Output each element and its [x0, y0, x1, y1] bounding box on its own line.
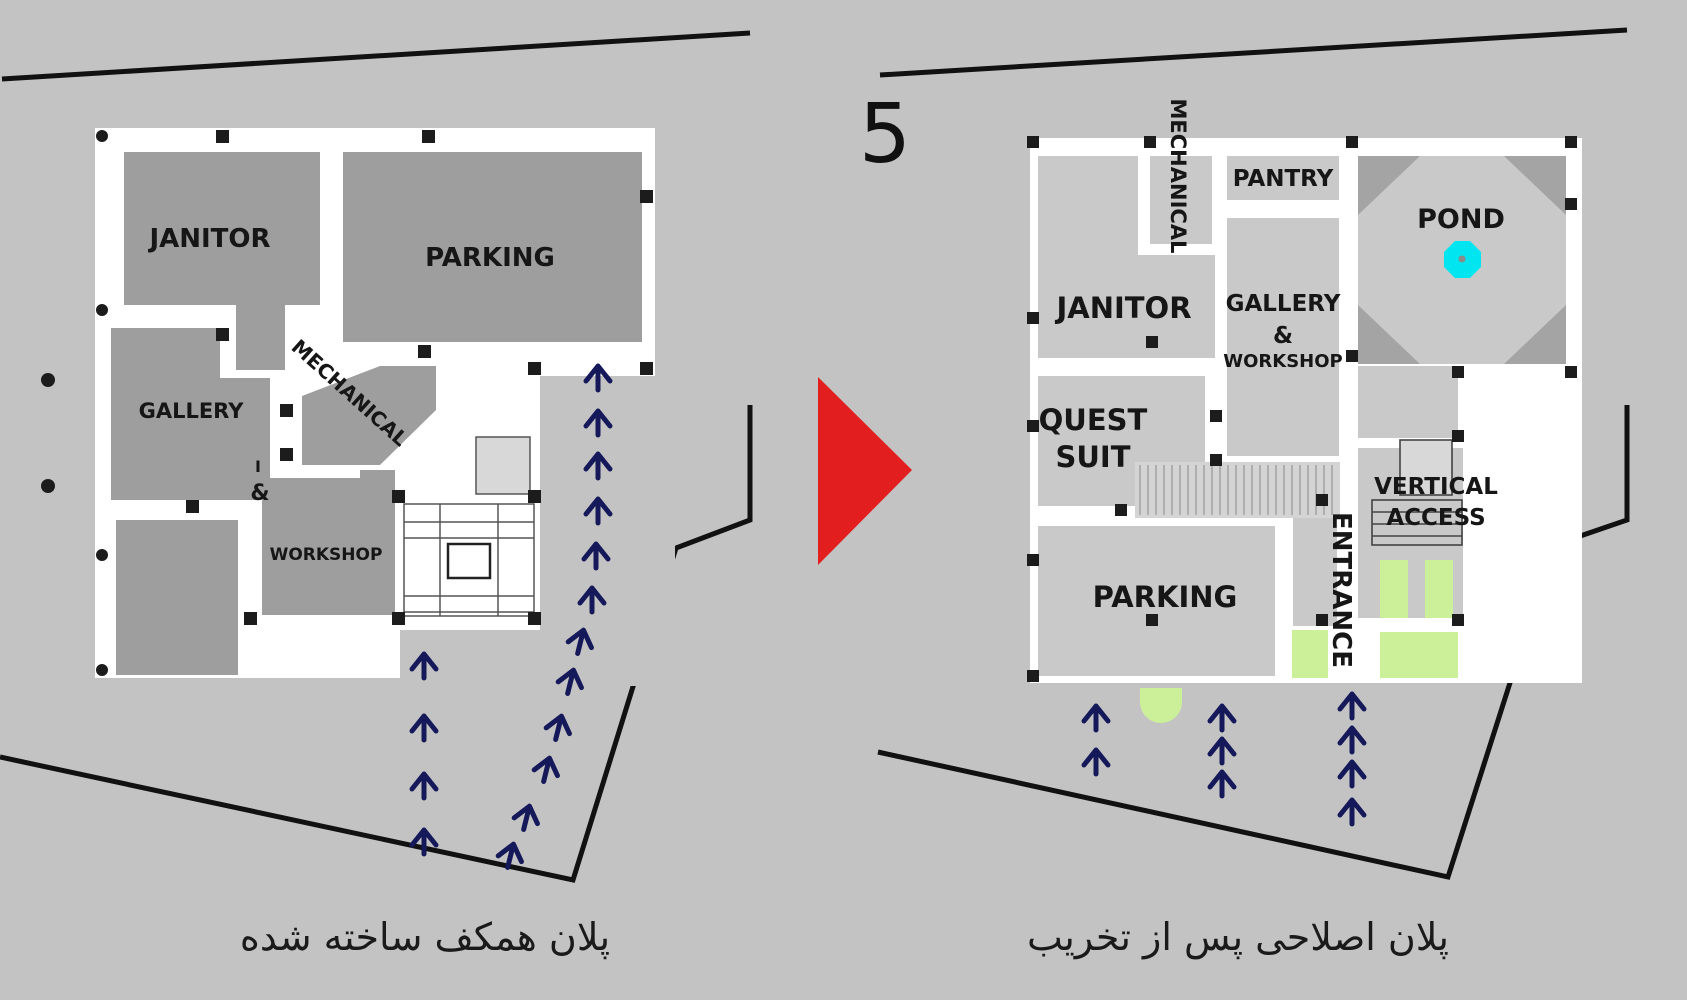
right-plan: 5	[859, 27, 1630, 960]
circulation-arrow-icon	[555, 667, 584, 696]
right-room-gallery	[1227, 218, 1339, 456]
right-room-janitor	[1038, 156, 1215, 358]
circulation-arrow-icon	[583, 408, 613, 438]
right-mechanical-label: MECHANICAL	[1166, 99, 1190, 254]
circulation-arrow-icon	[583, 496, 613, 526]
left-room-janitor	[124, 152, 320, 370]
diagram-number: 5	[859, 87, 911, 182]
circulation-arrow-icon	[1337, 725, 1367, 755]
left-room-workshop	[262, 470, 395, 615]
circulation-arrow-icon	[1207, 769, 1237, 799]
right-room-vertical-access	[1358, 366, 1458, 438]
right-gallery-label: GALLERY	[1226, 291, 1341, 317]
right-parking-label: PARKING	[1093, 580, 1238, 614]
circulation-arrow-icon	[409, 651, 439, 681]
left-plan: JANITOR PARKING GALLERY MECHANICAL I & W…	[0, 30, 753, 959]
circulation-arrow-icon	[495, 841, 524, 870]
right-landscape-patches	[1140, 560, 1458, 723]
transition-arrow-icon	[818, 377, 912, 565]
left-circulation-arrows	[409, 363, 613, 870]
left-room-parking	[343, 152, 642, 342]
circulation-arrow-icon	[543, 713, 572, 742]
left-workshop-label: WORKSHOP	[270, 545, 383, 565]
circulation-arrow-icon	[565, 627, 594, 656]
right-room-mechanical	[1150, 156, 1212, 244]
circulation-arrow-icon	[409, 713, 439, 743]
right-corridor-hatch	[1135, 462, 1340, 518]
left-plan-caption: پلان همکف ساخته شده	[240, 915, 610, 959]
circulation-arrow-icon	[1337, 797, 1367, 827]
circulation-arrow-icon	[1337, 759, 1367, 789]
right-room-parking	[1038, 526, 1275, 676]
right-pillars	[1027, 136, 1577, 682]
left-parking-label: PARKING	[425, 243, 555, 273]
right-quest-label: QUEST	[1039, 403, 1148, 437]
right-pond-corners	[1358, 156, 1566, 364]
right-plan-caption: پلان اصلاحی پس از تخریب	[1027, 915, 1449, 960]
circulation-arrow-icon	[531, 755, 560, 784]
circulation-arrow-icon	[581, 541, 611, 571]
right-entrance-label: ENTRANCE	[1326, 512, 1356, 668]
circulation-arrow-icon	[1207, 736, 1237, 766]
circulation-arrow-icon	[409, 827, 439, 857]
left-janitor-label: JANITOR	[147, 224, 270, 254]
circulation-arrow-icon	[1081, 703, 1111, 733]
right-vertical-label: VERTICAL	[1374, 474, 1498, 500]
right-pond-label: POND	[1417, 204, 1505, 235]
circulation-arrow-icon	[583, 451, 613, 481]
left-pillars	[41, 130, 653, 676]
circulation-arrow-icon	[1337, 691, 1367, 721]
left-room-mechanical	[302, 366, 436, 465]
left-site-boundary	[0, 30, 753, 883]
right-room-pantry	[1227, 156, 1339, 200]
right-circulation-arrows	[1081, 691, 1367, 827]
circulation-arrow-icon	[409, 771, 439, 801]
right-room-entrance	[1293, 508, 1337, 626]
right-janitor-label: JANITOR	[1054, 291, 1191, 325]
left-ampersand-label: &	[250, 481, 269, 506]
right-stair-block	[1371, 439, 1463, 546]
circulation-arrow-icon	[583, 363, 613, 393]
circulation-arrow-icon	[511, 803, 540, 832]
circulation-arrow-icon	[1207, 703, 1237, 733]
right-ampersand-label: &	[1273, 323, 1293, 349]
left-stair-block	[403, 436, 535, 617]
left-gallery-label: GALLERY	[139, 399, 245, 423]
circulation-arrow-icon	[1081, 747, 1111, 777]
left-room-storage	[116, 520, 238, 675]
left-room-gallery	[111, 328, 270, 500]
circulation-arrow-icon	[577, 585, 607, 615]
right-access-label: ACCESS	[1386, 505, 1485, 531]
right-suit-label: SUIT	[1055, 440, 1130, 474]
right-workshop-label: WORKSHOP	[1223, 351, 1343, 372]
right-pantry-label: PANTRY	[1233, 166, 1334, 192]
left-tick-label: I	[255, 457, 261, 476]
